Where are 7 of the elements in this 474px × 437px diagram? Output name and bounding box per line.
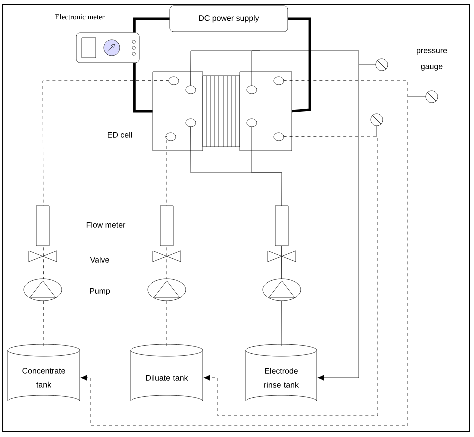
pipe-line [42, 80, 169, 346]
pipe-line [288, 18, 312, 113]
pipe-line [190, 50, 360, 381]
pipe-line [204, 136, 378, 416]
pipe-line [134, 18, 170, 33]
pipe-line [134, 63, 153, 113]
pipe-line [80, 80, 408, 426]
